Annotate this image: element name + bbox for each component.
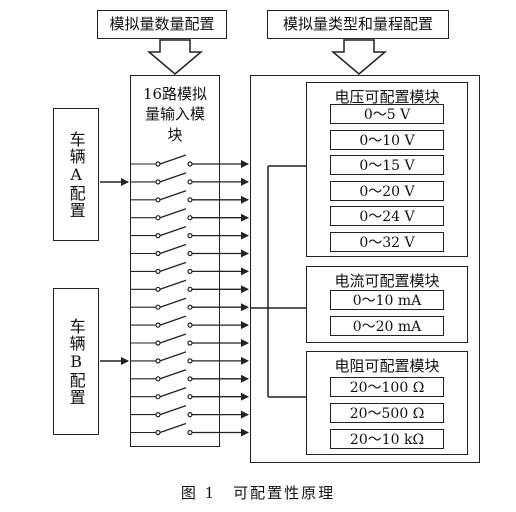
channel-switch: [131, 297, 249, 312]
voltage-range-option: 0～24 V: [330, 206, 444, 226]
channel-switch: [131, 172, 249, 186]
analog-count-config-label: 模拟量数量配置: [97, 10, 227, 39]
channel-switch: [131, 422, 249, 437]
channel-switch: [131, 387, 249, 401]
vehicle-a-config-box: 车辆A配置: [53, 108, 99, 241]
channel-switch: [131, 369, 249, 383]
channel-switch: [131, 225, 249, 240]
resistance-range-option: 20～500 Ω: [330, 403, 444, 423]
vehicle-b-config-label: 车辆B配置: [66, 317, 86, 406]
vehicle-b-config-box: 车辆B配置: [53, 288, 99, 435]
channel-switch: [131, 315, 249, 330]
channel-switch: [131, 333, 249, 347]
voltage-range-option: 0～20 V: [330, 180, 444, 201]
resistance-range-option: 20～100 Ω: [330, 377, 444, 397]
voltage-range-option: 0～10 V: [330, 129, 444, 150]
channel-switch: [131, 404, 249, 419]
vehicle-a-config-label: 车辆A配置: [66, 130, 86, 219]
channel-switch: [131, 208, 249, 222]
switch-array: [131, 154, 249, 437]
resistance-range-option: 20～10 kΩ: [330, 429, 444, 449]
current-range-option: 0～10 mA: [330, 290, 444, 310]
input-module-box: 16路模拟量输入模块: [130, 75, 220, 447]
input-module-title: 16路模拟量输入模块: [142, 85, 208, 144]
channel-switch: [131, 351, 249, 365]
current-range-option: 0～20 mA: [330, 316, 444, 336]
channel-switch: [131, 243, 249, 258]
down-arrow-type: [330, 39, 388, 75]
resistance-module-title: 电阻可配置模块: [334, 357, 440, 375]
config-frame: [250, 75, 480, 463]
voltage-range-option: 0～15 V: [330, 155, 444, 175]
channel-switch: [131, 154, 249, 168]
channel-switch: [131, 261, 249, 276]
channel-switch: [131, 279, 249, 294]
analog-type-range-config-label: 模拟量类型和量程配置: [267, 10, 449, 39]
down-arrow-count: [146, 39, 204, 75]
current-module-title: 电流可配置模块: [334, 272, 440, 290]
voltage-range-option: 0～5 V: [330, 104, 444, 124]
figure-caption: 图 1 可配置性原理: [180, 484, 336, 502]
group-bus: [250, 165, 306, 398]
voltage-module-title: 电压可配置模块: [334, 88, 440, 106]
voltage-range-option: 0～32 V: [330, 231, 444, 252]
channel-switch: [131, 190, 249, 204]
